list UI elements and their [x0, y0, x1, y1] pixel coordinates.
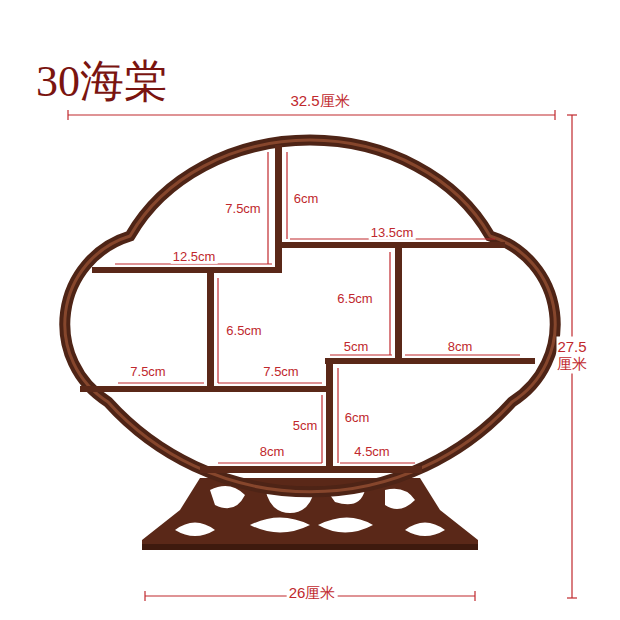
dimension-label: 7.5cm — [261, 365, 300, 379]
dimension-label: 6cm — [343, 411, 372, 425]
dimension-label: 7.5cm — [128, 365, 167, 379]
dimension-label: 5cm — [342, 340, 371, 354]
dimension-label: 7.5cm — [223, 202, 262, 216]
dimension-label: 4.5cm — [352, 445, 391, 459]
dimension-label: 8cm — [258, 445, 287, 459]
dimension-label: 32.5厘米 — [288, 93, 351, 110]
dimension-label: 5cm — [291, 419, 320, 433]
shelf-boards — [80, 145, 535, 473]
dimension-label: 26厘米 — [287, 585, 338, 602]
dimension-label: 27.5厘米 — [557, 337, 588, 374]
dimension-label: 6cm — [292, 192, 321, 206]
dimension-label: 8cm — [446, 340, 475, 354]
begonia-frame — [65, 140, 555, 492]
product-title: 30海棠 — [36, 58, 168, 106]
dimension-label: 12.5cm — [171, 250, 218, 264]
dimension-label: 6.5cm — [224, 324, 263, 338]
dimension-label: 13.5cm — [369, 226, 416, 240]
dimension-lines — [68, 110, 577, 601]
dimension-label: 6.5cm — [335, 292, 374, 306]
